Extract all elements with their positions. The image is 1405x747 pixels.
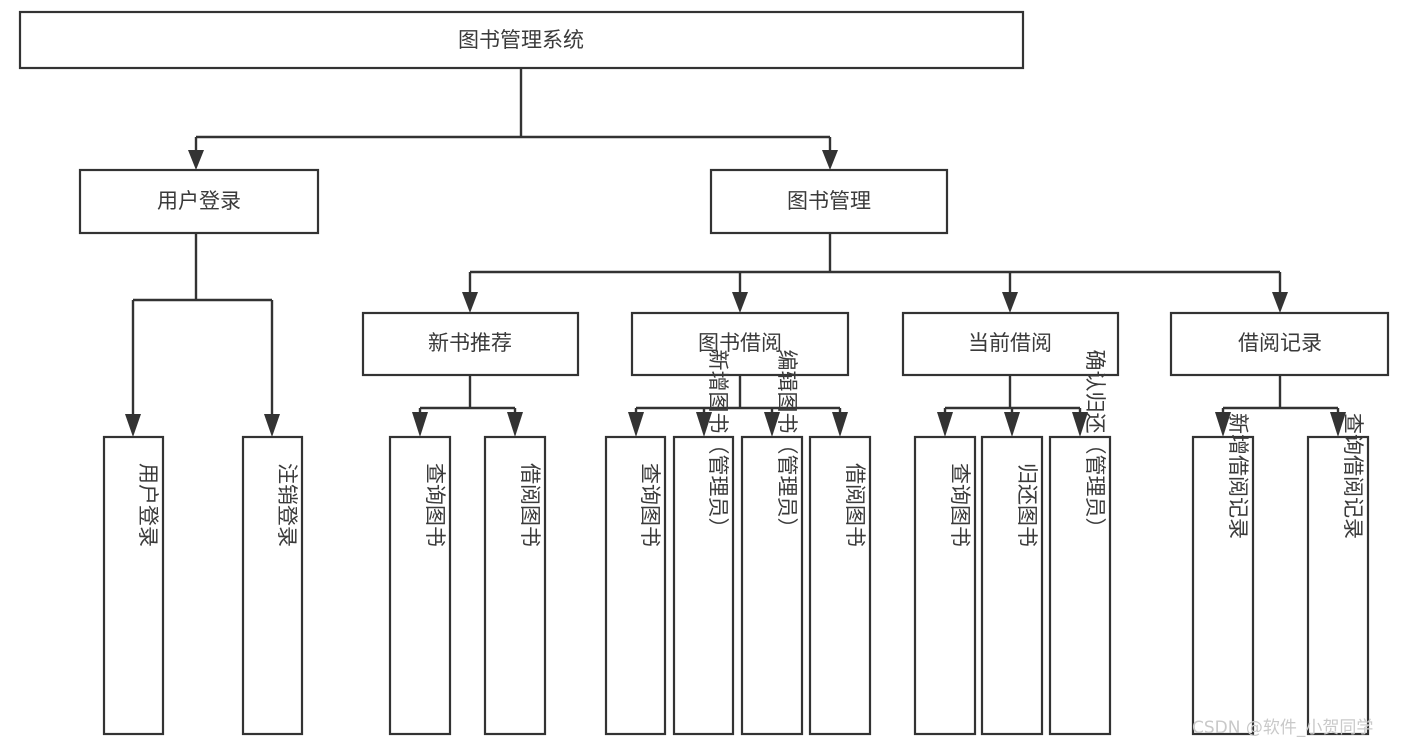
leaf-box[interactable] bbox=[1048, 435, 1112, 736]
leaf-node-borrow-query-book[interactable]: 查询图书 bbox=[604, 435, 667, 736]
leaf-box[interactable] bbox=[241, 435, 304, 736]
leaf-label: 确认归还（管理员） bbox=[1083, 350, 1107, 539]
leaf-box[interactable] bbox=[913, 435, 977, 736]
arrow-head-book-borrow bbox=[732, 292, 748, 313]
arrow-head-borrow-record bbox=[1272, 292, 1288, 313]
arrow-head-leaf-book-borrow-2 bbox=[696, 412, 712, 437]
arrow-head-leaf-book-borrow-3 bbox=[764, 412, 780, 437]
node-book-manage-label: 图书管理 bbox=[787, 189, 871, 213]
leaf-box[interactable] bbox=[808, 435, 872, 736]
arrow-head-leaf-new-book-1 bbox=[412, 412, 428, 437]
leaf-label: 查询图书 bbox=[638, 463, 662, 547]
arrow-head-leaf-borrow-record-2 bbox=[1330, 412, 1346, 437]
leaf-box[interactable] bbox=[672, 435, 735, 736]
node-borrow-record-label: 借阅记录 bbox=[1238, 331, 1322, 355]
node-book-borrow[interactable]: 图书借阅 bbox=[630, 311, 850, 377]
node-user-login[interactable]: 用户登录 bbox=[78, 168, 320, 235]
arrow-head-leaf-book-borrow-1 bbox=[628, 412, 644, 437]
node-borrow-record[interactable]: 借阅记录 bbox=[1169, 311, 1390, 377]
node-new-book-recommend-box[interactable] bbox=[361, 311, 580, 377]
node-book-manage-box[interactable] bbox=[709, 168, 949, 235]
leaf-label: 查询借阅记录 bbox=[1341, 413, 1365, 539]
leaf-node-borrow-borrow-book[interactable]: 借阅图书 bbox=[808, 435, 872, 736]
leaf-node-record-add[interactable]: 新增借阅记录 bbox=[1191, 413, 1255, 736]
arrow-head-leaf-current-borrow-3 bbox=[1072, 412, 1088, 437]
arrow-head-leaf-current-borrow-2 bbox=[1004, 412, 1020, 437]
leaf-node-current-query-book[interactable]: 查询图书 bbox=[913, 435, 977, 736]
leaf-box[interactable] bbox=[980, 435, 1044, 736]
leaf-node-user-login-login[interactable]: 用户登录 bbox=[102, 435, 165, 736]
leaf-label: 新增图书（管理员） bbox=[706, 350, 730, 539]
leaf-label: 查询图书 bbox=[423, 463, 447, 547]
leaf-box[interactable] bbox=[388, 435, 452, 736]
leaf-box[interactable] bbox=[1191, 435, 1255, 736]
leaf-box[interactable] bbox=[740, 435, 804, 736]
node-book-borrow-label: 图书借阅 bbox=[698, 331, 782, 355]
leaf-node-record-query[interactable]: 查询借阅记录 bbox=[1306, 413, 1370, 736]
node-new-book-recommend-label: 新书推荐 bbox=[428, 331, 512, 355]
node-current-borrow[interactable]: 当前借阅 bbox=[901, 311, 1120, 377]
leaf-node-new-book-query[interactable]: 查询图书 bbox=[388, 435, 452, 736]
node-new-book-recommend[interactable]: 新书推荐 bbox=[361, 311, 580, 377]
arrow-head-book-manage bbox=[822, 150, 838, 170]
connector-group bbox=[125, 68, 1346, 437]
arrow-head-new-book bbox=[462, 292, 478, 313]
node-current-borrow-label: 当前借阅 bbox=[968, 331, 1052, 355]
arrow-head-leaf-borrow-record-1 bbox=[1215, 412, 1231, 437]
leaf-label: 借阅图书 bbox=[518, 463, 542, 547]
leaf-node-borrow-edit-book-admin[interactable]: 编辑图书（管理员） bbox=[740, 350, 804, 736]
leaf-node-borrow-add-book-admin[interactable]: 新增图书（管理员） bbox=[672, 350, 735, 736]
leaf-node-current-return-book[interactable]: 归还图书 bbox=[980, 435, 1044, 736]
leaf-label: 注销登录 bbox=[275, 463, 299, 547]
arrow-head-leaf-book-borrow-4 bbox=[832, 412, 848, 437]
arrow-head-leaf-user-login-1 bbox=[125, 414, 141, 437]
leaf-label: 用户登录 bbox=[136, 463, 160, 547]
arrow-head-leaf-user-login-2 bbox=[264, 414, 280, 437]
arrow-head-user-login bbox=[188, 150, 204, 170]
node-user-login-label: 用户登录 bbox=[157, 189, 241, 213]
node-current-borrow-box[interactable] bbox=[901, 311, 1120, 377]
csdn-watermark: CSDN @软件_小贺同学 bbox=[1192, 718, 1373, 738]
leaf-box[interactable] bbox=[483, 435, 547, 736]
leaf-label: 借阅图书 bbox=[843, 463, 867, 547]
arrow-head-leaf-current-borrow-1 bbox=[937, 412, 953, 437]
leaf-label: 编辑图书（管理员） bbox=[775, 350, 799, 539]
node-book-borrow-box[interactable] bbox=[630, 311, 850, 377]
node-borrow-record-box[interactable] bbox=[1169, 311, 1390, 377]
leaf-node-new-book-borrow[interactable]: 借阅图书 bbox=[483, 435, 547, 736]
node-root-label: 图书管理系统 bbox=[458, 28, 584, 52]
leaf-box[interactable] bbox=[604, 435, 667, 736]
leaf-label: 归还图书 bbox=[1015, 463, 1039, 547]
arrow-head-current-borrow bbox=[1002, 292, 1018, 313]
node-user-login-box[interactable] bbox=[78, 168, 320, 235]
node-root-box[interactable] bbox=[18, 10, 1025, 70]
leaf-label: 查询图书 bbox=[948, 463, 972, 547]
node-root-system[interactable]: 图书管理系统 bbox=[18, 10, 1025, 70]
leaf-node-user-login-logout[interactable]: 注销登录 bbox=[241, 435, 304, 736]
leaf-label: 新增借阅记录 bbox=[1226, 413, 1250, 539]
node-book-manage[interactable]: 图书管理 bbox=[709, 168, 949, 235]
leaf-box[interactable] bbox=[102, 435, 165, 736]
arrow-head-leaf-new-book-2 bbox=[507, 412, 523, 437]
leaf-node-current-confirm-return-admin[interactable]: 确认归还（管理员） bbox=[1048, 350, 1112, 736]
leaf-box[interactable] bbox=[1306, 435, 1370, 736]
